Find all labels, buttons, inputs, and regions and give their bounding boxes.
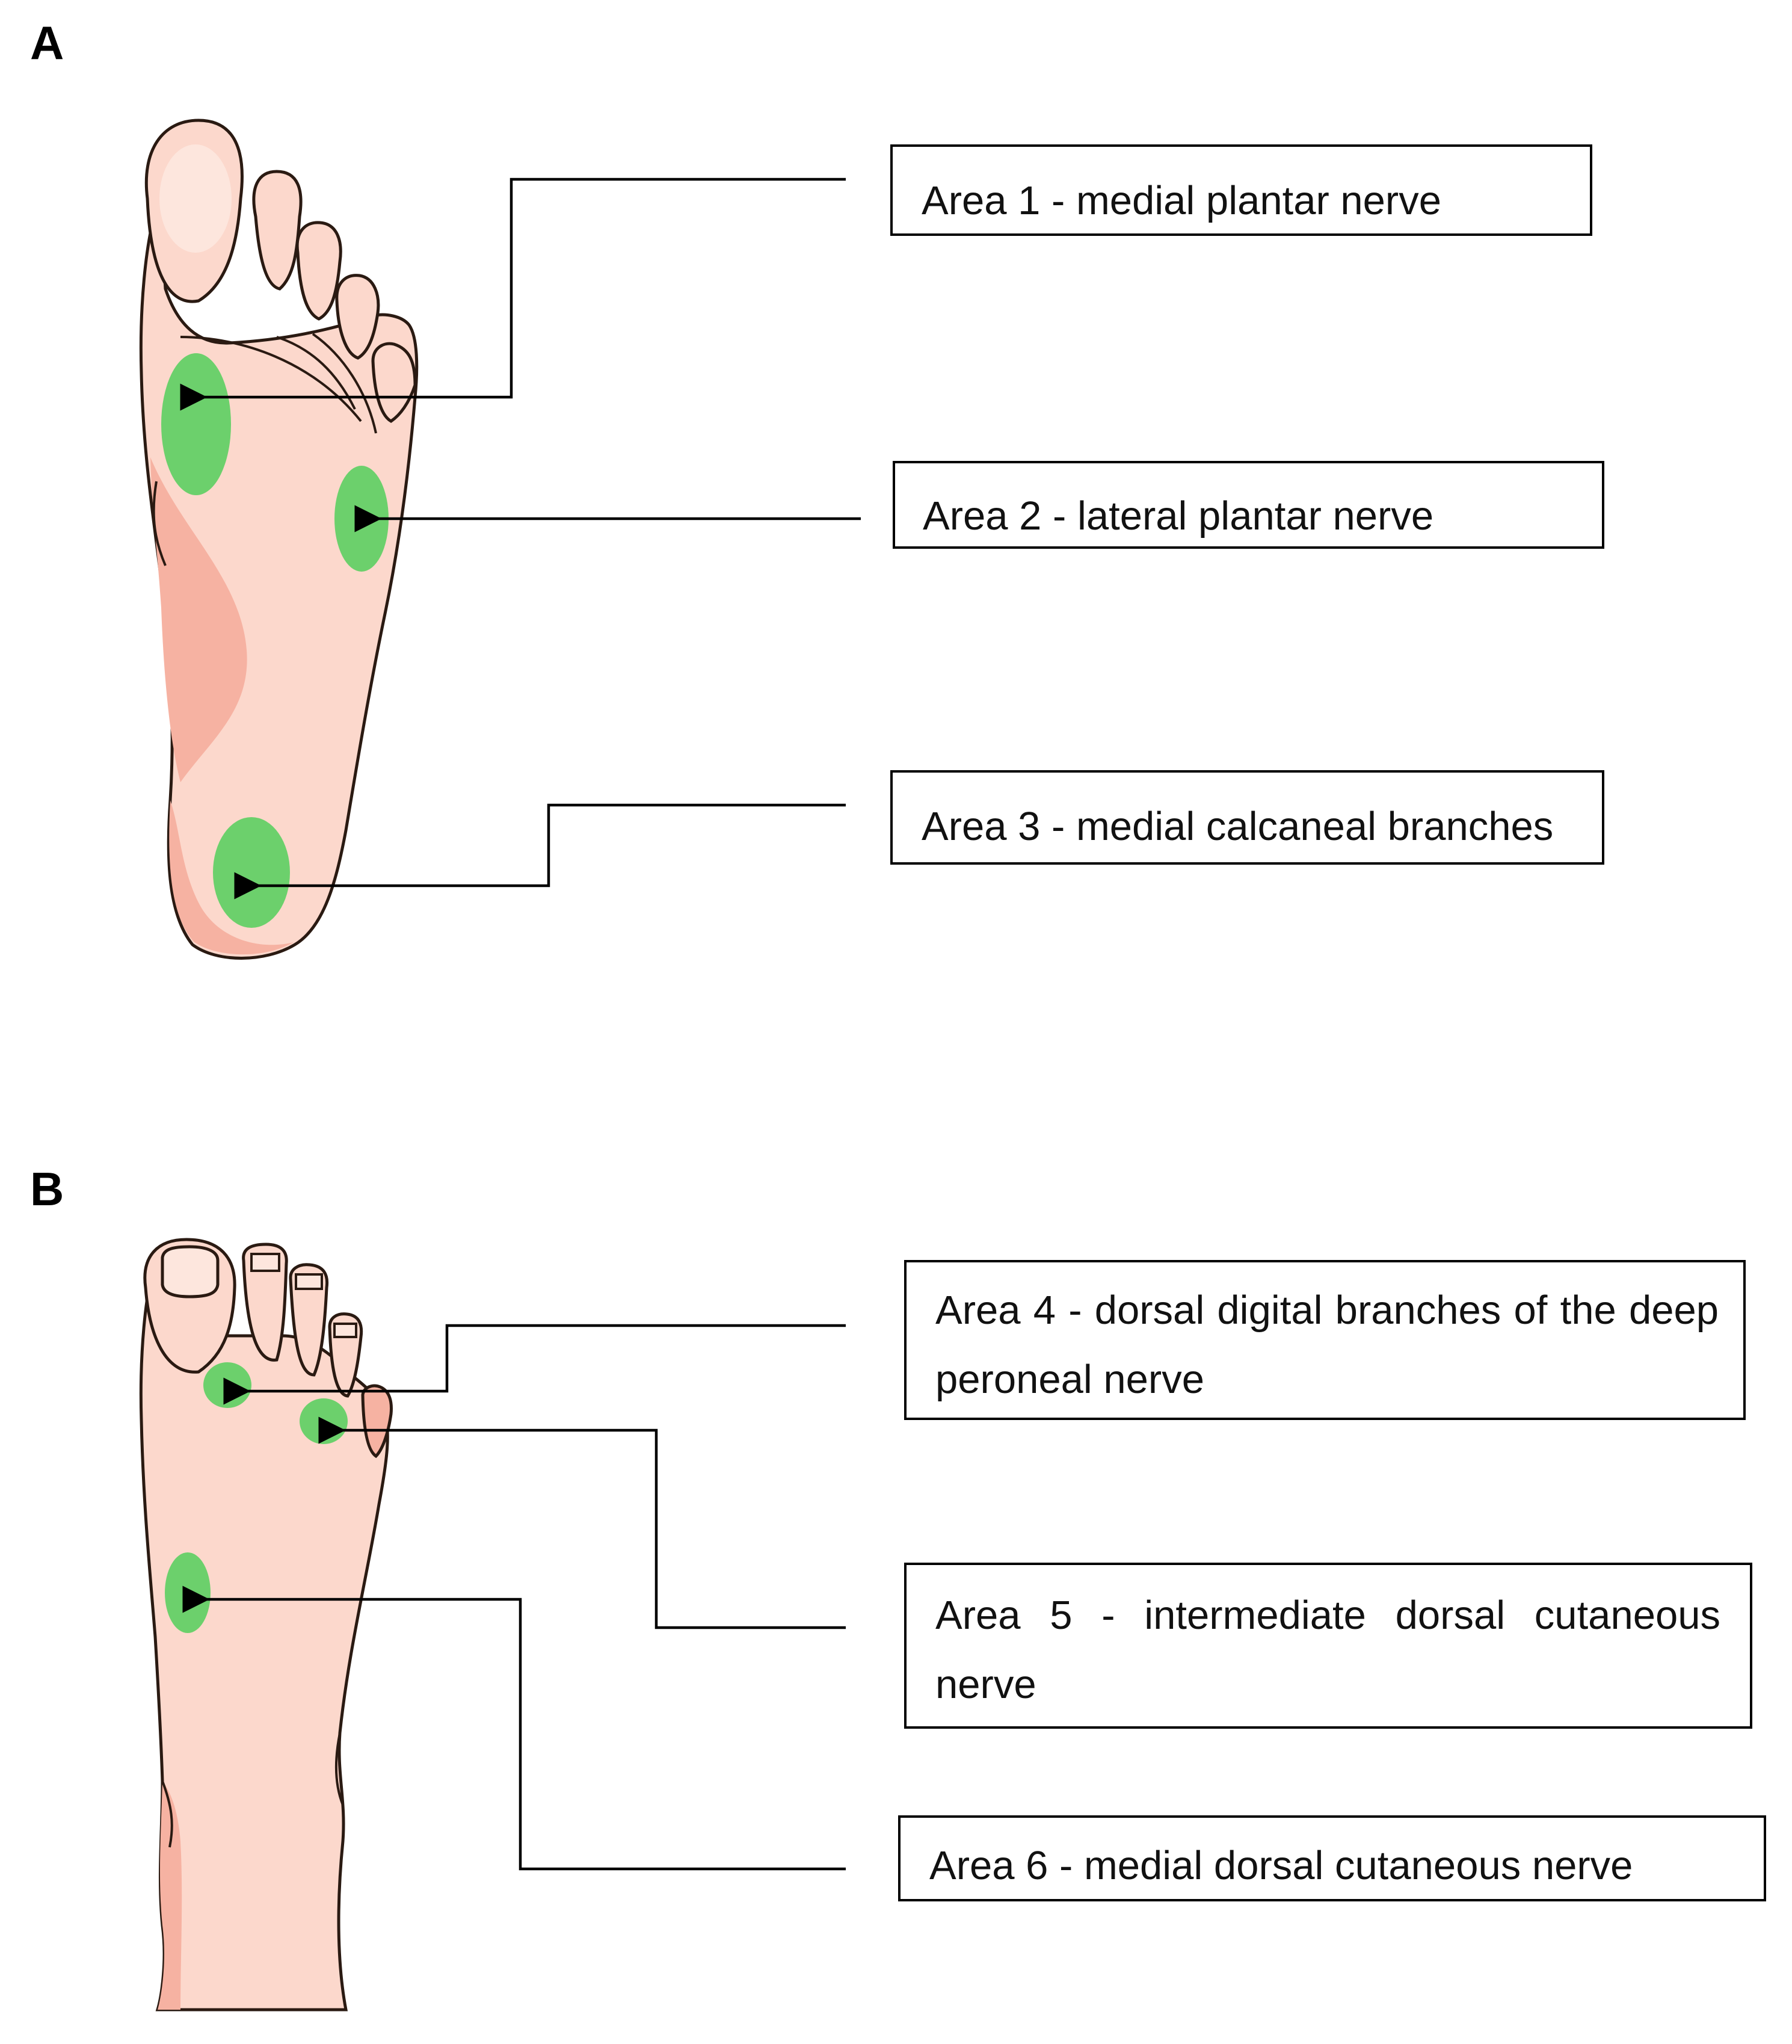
dorsal-toe <box>242 1243 288 1362</box>
area-1-label-box: Area 1 - medial plantar nerve <box>890 144 1592 236</box>
dorsal-ankle-line <box>161 1780 173 1848</box>
area-3-marker <box>213 817 290 928</box>
area-5-marker <box>300 1398 348 1444</box>
area-2-label-box: Area 2 - lateral plantar nerve <box>893 461 1604 549</box>
area-6-label: Area 6 - medial dorsal cutaneous nerve <box>929 1843 1633 1888</box>
plantar-toe <box>295 221 342 321</box>
area-5-label-box: Area 5 - intermediate dorsal cutaneous n… <box>904 1563 1752 1729</box>
plantar-big-toe-pad <box>159 144 232 253</box>
area-6-marker <box>165 1552 211 1633</box>
area-1-label: Area 1 - medial plantar nerve <box>922 178 1441 223</box>
plantar-toe <box>252 170 303 291</box>
area-4-leader-line <box>223 1324 846 1405</box>
area-3-label: Area 3 - medial calcaneal branches <box>922 804 1554 849</box>
dorsal-toenail <box>295 1273 323 1290</box>
panel-label-a: A <box>30 16 64 69</box>
area-3-leader-line <box>234 803 846 900</box>
panel-label-b: B <box>30 1162 64 1215</box>
dorsal-foot-illustration <box>139 1238 393 2012</box>
area-1-marker <box>161 353 231 495</box>
area-6-leader-line <box>182 1585 846 1871</box>
plantar-crease <box>180 336 362 422</box>
area-2-label: Area 2 - lateral plantar nerve <box>923 493 1434 539</box>
dorsal-toe <box>289 1263 329 1377</box>
area-5-label: Area 5 - intermediate dorsal cutaneous n… <box>935 1593 1720 1707</box>
dorsal-shadow <box>158 1781 182 2010</box>
area-3-label-box: Area 3 - medial calcaneal branches <box>890 770 1604 865</box>
area-4-marker <box>203 1362 251 1408</box>
dorsal-toenail <box>333 1323 357 1338</box>
dorsal-toe <box>361 1384 393 1459</box>
dorsal-big-toenail <box>161 1245 220 1298</box>
area-5-leader-line <box>318 1416 846 1629</box>
plantar-toe <box>335 274 380 360</box>
plantar-arch-shadow <box>150 457 247 782</box>
area-4-label-box: Area 4 - dorsal digital branches of the … <box>904 1260 1746 1420</box>
dorsal-toenail <box>250 1253 280 1272</box>
plantar-heel-shadow <box>169 800 294 955</box>
area-6-label-box: Area 6 - medial dorsal cutaneous nerve <box>898 1815 1766 1901</box>
area-4-label: Area 4 - dorsal digital branches of the … <box>935 1288 1719 1402</box>
area-1-leader-line <box>180 178 846 411</box>
dorsal-ankle-line <box>334 1732 344 1806</box>
plantar-toe <box>371 342 417 423</box>
plantar-crease <box>152 481 167 566</box>
plantar-crease <box>312 333 377 434</box>
